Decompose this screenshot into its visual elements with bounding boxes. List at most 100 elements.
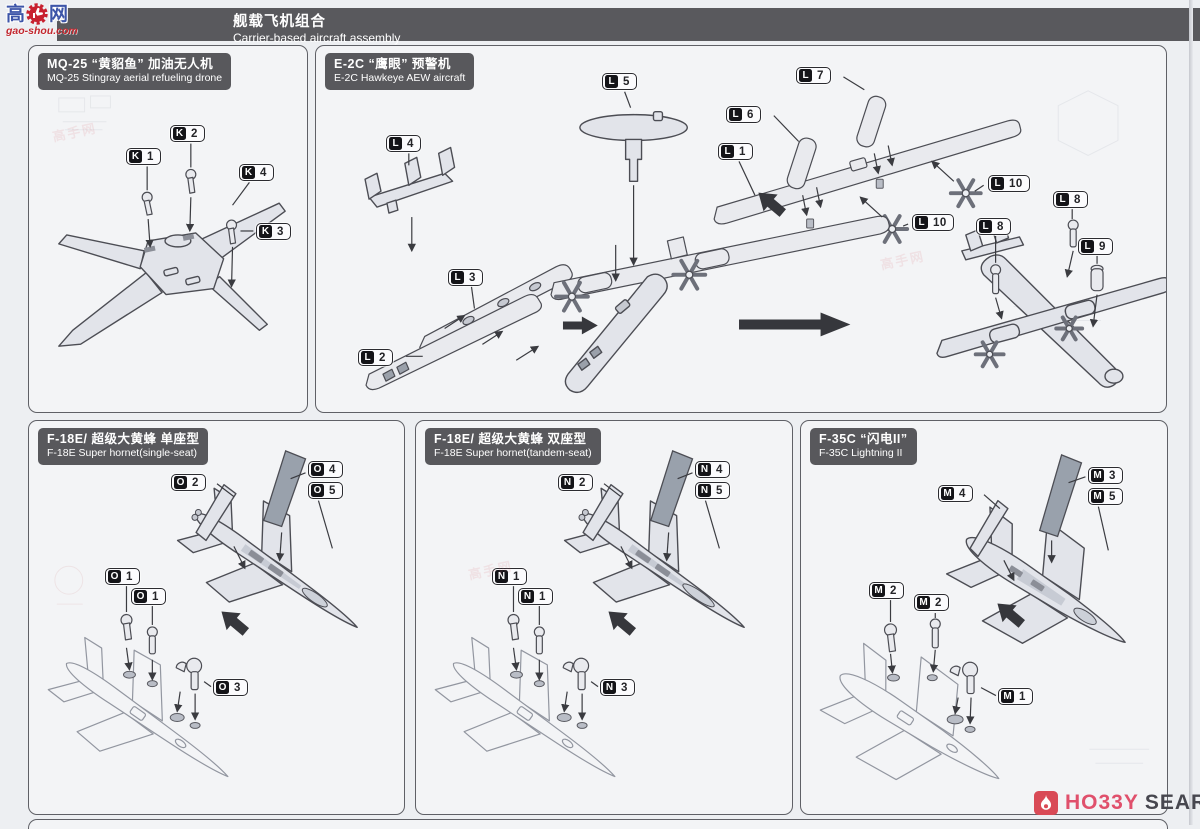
fin-o2 [195,484,237,542]
part-letter: K [173,127,186,140]
fin-o4 [262,450,307,528]
panel-title-zh: E-2C “鹰眼” 预警机 [334,57,451,71]
leader-lines [145,143,254,288]
f35c-assembly-diagram [819,454,1150,781]
part-number: 3 [277,225,284,238]
step-arrow-bent [758,192,786,217]
part-number: 2 [379,351,386,364]
f18-bottom-view [434,636,616,778]
part-letter: L [1081,240,1094,253]
part-letter: N [603,681,616,694]
part-letter: L [729,108,742,121]
part-letter: L [1056,193,1069,206]
part-number: 8 [1074,193,1081,206]
panel-title-en: F-35C Lightning II [819,447,903,460]
panel-title-zh: F-35C “闪电II” [819,432,908,446]
part-letter: M [1091,469,1104,482]
part-number: 5 [1109,490,1116,503]
panel-title-zh: MQ-25 “黄貂鱼” 加油无人机 [47,57,214,71]
part-letter: M [941,487,954,500]
page-title-zh: 舰载飞机组合 [233,14,326,30]
panel-f18e-tandem: F-18E/ 超级大黄蜂 双座型 F-18E Super hornet(tand… [415,420,793,815]
panel-title-en: MQ-25 Stingray aerial refueling drone [47,72,223,85]
panel-f18e-single: F-18E/ 超级大黄蜂 单座型 F-18E Super hornet(sing… [28,420,405,815]
brand-search: SEARCH [1144,791,1200,814]
part-letter: N [698,484,711,497]
panel-title: F-18E/ 超级大黄蜂 双座型 F-18E Super hornet(tand… [425,428,601,465]
part-number: 1 [152,590,159,603]
part-number: 4 [329,463,336,476]
e2c-assembled-aircraft [936,221,1166,388]
part-number: 5 [716,484,723,497]
leader-lines [511,472,720,721]
part-letter: L [451,271,464,284]
part-number: 10 [1009,177,1023,190]
part-number: 1 [126,570,133,583]
part-number: 1 [539,590,546,603]
part-k1 [141,191,153,216]
part-number: 4 [959,487,966,500]
panel-mq25: MQ-25 “黄貂鱼” 加油无人机 MQ-25 Stingray aerial … [28,45,308,413]
step-arrow-bent [221,611,250,636]
step-arrow-bent [608,611,637,636]
part-letter: K [129,150,142,163]
logo-char-right: 网 [49,3,69,25]
part-letter: M [872,584,885,597]
mq25-assembly-diagram [58,95,286,347]
part-number: 6 [747,108,754,121]
site-logo: 高 网 gao-shou.com [6,3,78,37]
propeller-assembled-left [973,340,1006,369]
part-letter: L [915,216,928,229]
part-number: 3 [1109,469,1116,482]
part-number: 3 [621,681,628,694]
part-number: 1 [1019,690,1026,703]
part-l8-left [990,264,1002,295]
paper-edge [1189,0,1193,825]
part-k3 [225,219,238,245]
leader-lines [405,76,1099,361]
part-letter: N [698,463,711,476]
fin-n2 [582,484,624,542]
step-arrow-small-right [562,316,598,335]
part-letter: O [108,570,121,583]
f35-bottom-view [819,642,1000,781]
part-letter: K [259,225,272,238]
part-letter: L [605,75,618,88]
part-number: 3 [234,681,241,694]
part-k2 [185,168,197,194]
part-m2b [929,618,941,649]
e2c-radome [579,110,688,182]
panel-title-en: F-18E Super hornet(single-seat) [47,447,197,460]
part-letter: M [1091,490,1104,503]
part-letter: M [1001,690,1014,703]
panel-title: MQ-25 “黄貂鱼” 加油无人机 MQ-25 Stingray aerial … [38,53,232,90]
part-letter: O [134,590,147,603]
flame-icon [1034,791,1058,815]
propeller-centre-right [671,258,708,291]
part-number: 2 [192,476,199,489]
part-letter: N [561,476,574,489]
panel-e2c: E-2C “鹰眼” 预警机 E-2C Hawkeye AEW aircraft … [315,45,1167,413]
panel-title-en: F-18E Super hornet(tandem-seat) [434,447,592,460]
next-section-edge [28,819,1168,829]
